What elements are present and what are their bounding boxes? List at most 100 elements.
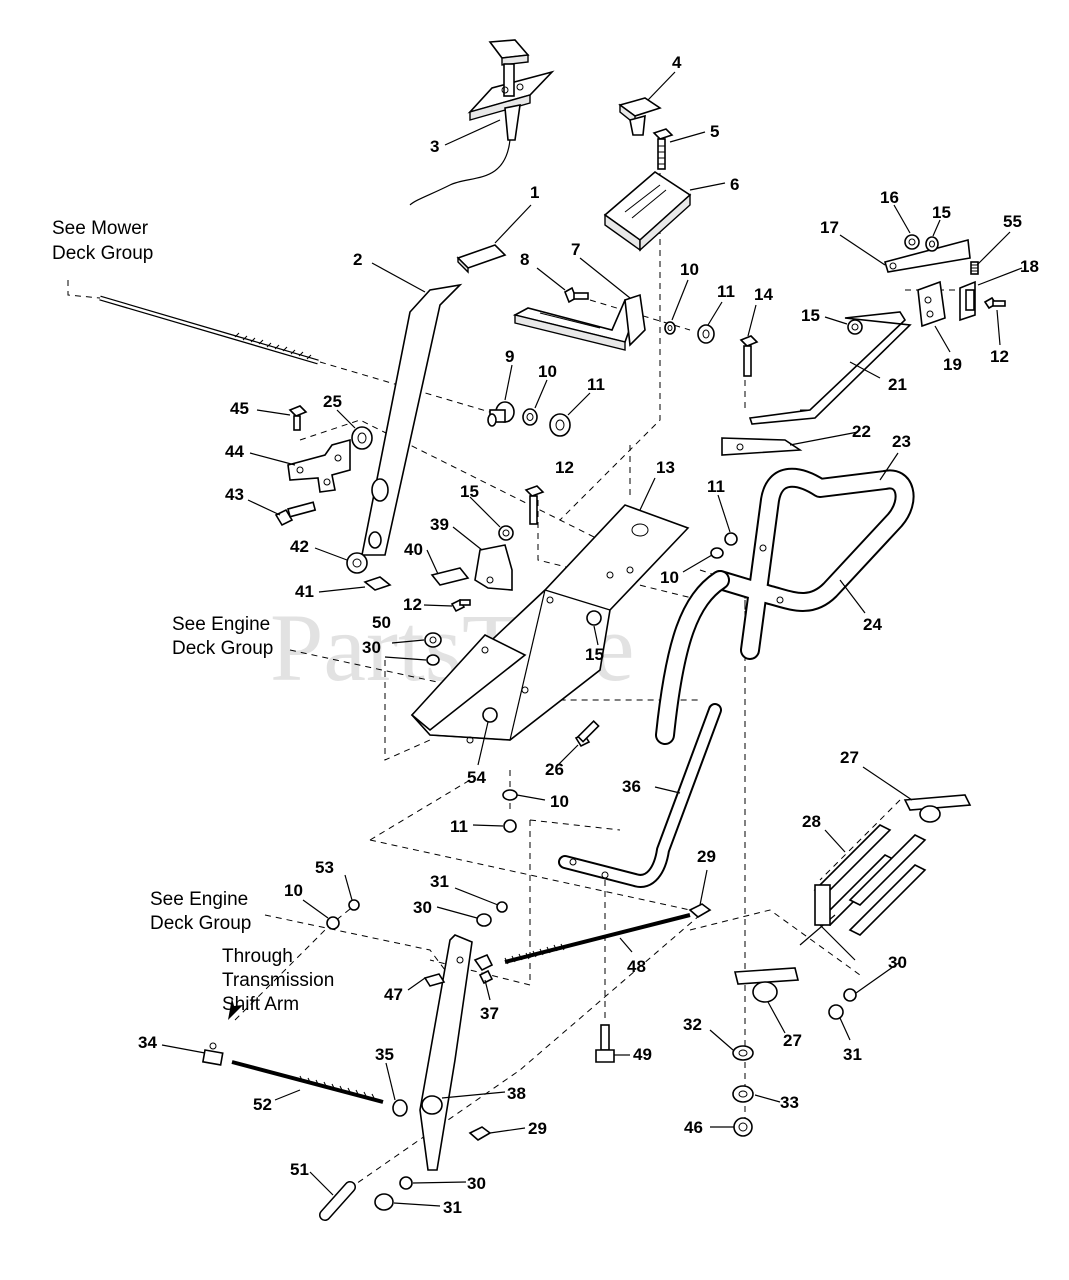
callout-8: 8 xyxy=(520,250,529,269)
callout-15: 15 xyxy=(460,482,479,501)
callout-12: 12 xyxy=(403,595,422,614)
callout-17: 17 xyxy=(820,218,839,237)
part-10-washer-b xyxy=(522,408,538,426)
part-17-bracket xyxy=(883,238,971,273)
callout-53: 53 xyxy=(315,858,334,877)
part-30-washer-b xyxy=(843,988,857,1002)
callout-38: 38 xyxy=(507,1084,526,1103)
callout-32: 32 xyxy=(683,1015,702,1034)
part-25-spacer xyxy=(351,426,373,450)
callout-9: 9 xyxy=(505,347,514,366)
part-10-washer-d xyxy=(502,789,518,801)
part-2-lift-lever xyxy=(361,283,463,556)
part-11-nut-a xyxy=(697,324,715,344)
callout-18: 18 xyxy=(1020,257,1039,276)
callout-28: 28 xyxy=(802,812,821,831)
note-mower-deck-line2: Deck Group xyxy=(52,243,153,264)
callout-50: 50 xyxy=(372,613,391,632)
callout-55: 55 xyxy=(1003,212,1022,231)
note-engine-deck-a-line1: See Engine xyxy=(172,614,270,635)
callout-16: 16 xyxy=(880,188,899,207)
part-39-bracket xyxy=(474,544,513,591)
part-labels: 1 2 3 4 5 6 7 8 9 10 11 10 11 12 13 14 1… xyxy=(138,53,1039,1217)
part-42-spacer xyxy=(346,552,368,574)
callout-26: 26 xyxy=(545,760,564,779)
callout-10: 10 xyxy=(550,792,569,811)
part-30-washer-a xyxy=(426,654,440,666)
callout-11: 11 xyxy=(707,477,725,496)
callout-10: 10 xyxy=(660,568,679,587)
part-15-nut-b xyxy=(847,319,863,335)
part-34-pin xyxy=(201,1042,224,1066)
part-21-link-arm xyxy=(748,311,912,425)
part-28-pivot-frame xyxy=(799,824,927,961)
part-43-bolt xyxy=(274,501,317,527)
part-10-washer-a xyxy=(664,321,676,335)
part-11-nut-c xyxy=(724,532,738,546)
part-26-bolt xyxy=(574,719,600,748)
part-4-knob xyxy=(618,97,662,136)
callout-13: 13 xyxy=(656,458,675,477)
callout-10: 10 xyxy=(284,881,303,900)
callout-11: 11 xyxy=(717,282,735,301)
part-27-bracket-b xyxy=(733,967,800,1003)
part-23-handle xyxy=(655,467,915,745)
callout-30: 30 xyxy=(467,1174,486,1193)
callout-7: 7 xyxy=(571,240,580,259)
part-47-pin xyxy=(423,973,446,987)
callout-33: 33 xyxy=(780,1093,799,1112)
part-15-nut-c xyxy=(498,525,514,541)
callout-14: 14 xyxy=(754,285,773,304)
arrow-icon xyxy=(228,998,243,1020)
callout-49: 49 xyxy=(633,1045,652,1064)
part-41-pin xyxy=(363,576,392,591)
callout-11: 11 xyxy=(587,375,605,394)
callout-23: 23 xyxy=(892,432,911,451)
note-transmission-line1: Through xyxy=(222,946,293,967)
callout-5: 5 xyxy=(710,122,719,141)
callout-31: 31 xyxy=(430,872,449,891)
note-transmission-line2: Transmission xyxy=(222,970,334,991)
callout-11: 11 xyxy=(450,817,468,836)
part-15-nut-a xyxy=(925,236,939,252)
part-12-bolt-b xyxy=(524,485,545,525)
callout-51: 51 xyxy=(290,1160,309,1179)
part-8-bolt xyxy=(563,286,589,304)
part-1-pad xyxy=(456,244,507,274)
part-29-swivel-b xyxy=(468,1126,492,1141)
callout-19: 19 xyxy=(943,355,962,374)
callout-41: 41 xyxy=(295,582,314,601)
part-10-washer-e xyxy=(326,916,340,930)
callout-15: 15 xyxy=(932,203,951,222)
callout-24: 24 xyxy=(863,615,882,634)
lift-rod xyxy=(99,295,319,365)
callout-1: 1 xyxy=(530,183,539,202)
part-14-bolt xyxy=(739,335,759,377)
callout-54: 54 xyxy=(467,768,486,787)
part-6-plate xyxy=(603,171,692,252)
callout-42: 42 xyxy=(290,537,309,556)
part-50-nut xyxy=(424,632,442,648)
callout-25: 25 xyxy=(323,392,342,411)
callout-43: 43 xyxy=(225,485,244,504)
part-7-bracket xyxy=(512,293,646,351)
part-12-bolt-c xyxy=(450,598,471,613)
part-18-clip xyxy=(959,280,976,322)
part-16-nut xyxy=(904,234,920,250)
callout-4: 4 xyxy=(672,53,682,72)
note-engine-deck-a-line2: Deck Group xyxy=(172,638,273,659)
callout-27: 27 xyxy=(840,748,859,767)
callout-47: 47 xyxy=(384,985,403,1004)
part-51-pin xyxy=(319,1181,356,1221)
callout-29: 29 xyxy=(697,847,716,866)
callout-35: 35 xyxy=(375,1045,394,1064)
part-48-rod xyxy=(504,913,691,965)
callout-15: 15 xyxy=(801,306,820,325)
part-5-bolt xyxy=(652,128,674,170)
callout-15: 15 xyxy=(585,645,604,664)
part-11-nut-b xyxy=(549,413,571,437)
part-31-cap xyxy=(374,1193,394,1211)
callout-21: 21 xyxy=(888,375,907,394)
part-31-nut-a xyxy=(828,1004,844,1020)
